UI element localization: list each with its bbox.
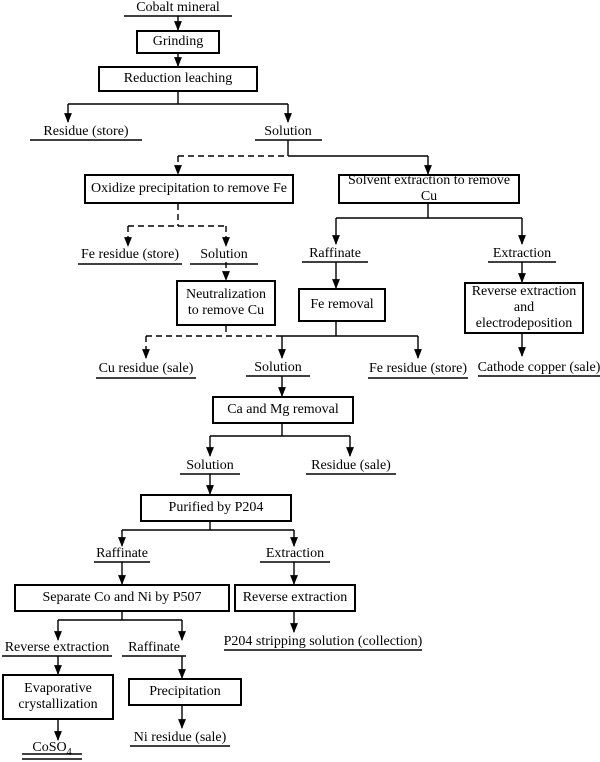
evaporative-line-2: crystallization (18, 697, 98, 712)
box-reverse-extraction-electrodeposition: Reverse extraction and electrodeposition (464, 282, 584, 334)
node-solution-2: Solution (200, 247, 248, 262)
node-cobalt-mineral: Cobalt mineral (136, 0, 220, 15)
coso4-subscript: 4 (66, 746, 72, 758)
node-raffinate-2: Raffinate (96, 546, 148, 561)
box-grinding: Grinding (136, 30, 220, 54)
box-neutralization: Neutralization to remove Cu (176, 280, 276, 326)
node-p204-stripping: P204 stripping solution (collection) (223, 634, 423, 649)
node-extraction-1: Extraction (492, 246, 552, 261)
box-purified-p204: Purified by P204 (140, 494, 292, 522)
box-fe-removal: Fe removal (298, 288, 386, 322)
node-residue-sale: Residue (sale) (311, 458, 391, 473)
node-ni-residue-sale: Ni residue (sale) (133, 730, 227, 745)
node-fe-residue-store-1: Fe residue (store) (81, 247, 179, 262)
node-solution-4: Solution (186, 458, 234, 473)
node-solution-3: Solution (254, 360, 302, 375)
node-cathode-copper: Cathode copper (sale) (477, 360, 600, 375)
neutralization-line-2: to remove Cu (187, 303, 265, 318)
coso4-main-text: CoSO (32, 740, 67, 755)
box-ca-mg-removal: Ca and Mg removal (212, 396, 354, 424)
node-solution-1: Solution (264, 124, 312, 139)
node-coso4: CoSO4 (32, 740, 71, 761)
box-evaporative-crystallization: Evaporative crystallization (2, 674, 114, 720)
reverse-extraction-line-1: Reverse extraction (471, 284, 577, 299)
reverse-extraction-line-2: and electrodeposition (475, 300, 573, 331)
box-oxidize-precipitation: Oxidize precipitation to remove Fe (84, 174, 294, 204)
node-cu-residue-sale: Cu residue (sale) (98, 361, 194, 376)
node-reverse-extraction: Reverse extraction (4, 640, 110, 655)
node-raffinate-3: Raffinate (128, 640, 180, 655)
node-raffinate-1: Raffinate (309, 246, 361, 261)
neutralization-line-1: Neutralization (185, 287, 267, 302)
box-separate-co-ni: Separate Co and Ni by P507 (14, 584, 230, 612)
box-reduction-leaching: Reduction leaching (98, 66, 258, 92)
box-solvent-extraction: Solvent extraction to remove Cu (338, 173, 520, 204)
box-precipitation: Precipitation (128, 678, 242, 706)
node-extraction-2: Extraction (265, 546, 325, 561)
node-fe-residue-store-2: Fe residue (store) (369, 361, 467, 376)
evaporative-line-1: Evaporative (24, 681, 92, 696)
box-reverse-extraction-2: Reverse extraction (234, 584, 356, 612)
node-residue-store: Residue (store) (43, 124, 129, 139)
